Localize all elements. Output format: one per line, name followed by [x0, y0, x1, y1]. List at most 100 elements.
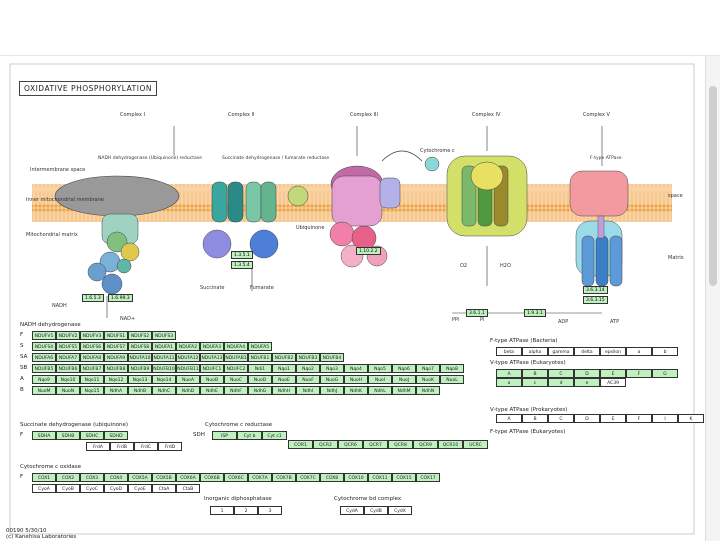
ko-box[interactable]: 2	[234, 506, 258, 515]
ko-box[interactable]: NdhN	[416, 386, 440, 395]
ko-box[interactable]: NuoJ	[392, 375, 416, 384]
ko-box[interactable]: FrdC	[134, 442, 158, 451]
ec-3-6-3-14[interactable]: 3.6.3.14	[583, 286, 608, 294]
ko-box[interactable]: NuoI	[368, 375, 392, 384]
ko-box[interactable]: Nqo9	[32, 375, 56, 384]
ko-box[interactable]: NDUFA6	[32, 353, 56, 362]
ko-box[interactable]: COX2	[56, 473, 80, 482]
ko-box[interactable]: Nqo3	[320, 364, 344, 373]
ko-box[interactable]: NDUFA1	[152, 342, 176, 351]
ko-box[interactable]: NDUFB1	[248, 353, 272, 362]
ko-box[interactable]: Cyt c1	[262, 431, 287, 440]
ko-box[interactable]: gamma	[548, 347, 574, 356]
ko-box[interactable]: Nqo2	[296, 364, 320, 373]
ko-box[interactable]: COX3	[80, 473, 104, 482]
ko-box[interactable]: FrdA	[86, 442, 110, 451]
ko-box[interactable]: B	[522, 369, 548, 378]
ko-box[interactable]: NDUFA9	[104, 353, 128, 362]
ko-box[interactable]: NDUFB9	[128, 364, 152, 373]
ko-box[interactable]: NuoA	[176, 375, 200, 384]
ko-box[interactable]: NdhE	[200, 386, 224, 395]
ko-box[interactable]: NuoG	[320, 375, 344, 384]
ko-box[interactable]: QCR8	[388, 440, 413, 449]
ko-box[interactable]: NDUFB2	[272, 353, 296, 362]
ko-box[interactable]: COX15	[392, 473, 416, 482]
ko-box[interactable]: NDUFS7	[104, 342, 128, 351]
ko-box[interactable]: NDUFA11	[152, 353, 176, 362]
ec-3-6-3-15[interactable]: 3.6.3.15	[583, 296, 608, 304]
ko-box[interactable]: NuoF	[296, 375, 320, 384]
ko-box[interactable]: NDUFB7	[80, 364, 104, 373]
ko-box[interactable]: CydX	[388, 506, 412, 515]
ko-box[interactable]: NDUFC1	[200, 364, 224, 373]
ko-box[interactable]: beta	[496, 347, 522, 356]
ko-box[interactable]: A	[496, 369, 522, 378]
ko-box[interactable]: NdhF	[224, 386, 248, 395]
ko-box[interactable]: NDUFV2	[56, 331, 80, 340]
ko-box[interactable]: NdhH	[272, 386, 296, 395]
ko-box[interactable]: Nqo4	[344, 364, 368, 373]
ko-box[interactable]: NuoK	[416, 375, 440, 384]
ko-box[interactable]: UCRC	[463, 440, 488, 449]
ko-box[interactable]: COX7C	[296, 473, 320, 482]
ko-box[interactable]: Nqo14	[152, 375, 176, 384]
ko-box[interactable]: COX6B	[200, 473, 224, 482]
ko-box[interactable]: epsilon	[600, 347, 626, 356]
ko-box[interactable]: NDUFA3	[200, 342, 224, 351]
ko-box[interactable]: Nqo6	[392, 364, 416, 373]
ko-box[interactable]: NdhJ	[320, 386, 344, 395]
ko-box[interactable]: Nqo5	[368, 364, 392, 373]
ko-box[interactable]: Cyt b	[237, 431, 262, 440]
ko-box[interactable]: NuoH	[344, 375, 368, 384]
ko-box[interactable]: Nqo1	[272, 364, 296, 373]
ec-1-10-2-2[interactable]: 1.10.2.2	[356, 247, 381, 255]
ko-box[interactable]: NDUFC2	[224, 364, 248, 373]
ko-box[interactable]: Nqo7	[416, 364, 440, 373]
ko-box[interactable]: CyoC	[80, 484, 104, 493]
ko-box[interactable]: COX17	[416, 473, 440, 482]
ko-box[interactable]: NuoE	[272, 375, 296, 384]
ko-box[interactable]: alpha	[522, 347, 548, 356]
ko-box[interactable]: NDUFS2	[128, 331, 152, 340]
ko-box[interactable]: NDUFS3	[152, 331, 176, 340]
ko-box[interactable]: NDUFS5	[56, 342, 80, 351]
ko-box[interactable]: NDUFA10	[128, 353, 152, 362]
ko-box[interactable]: NdhD	[176, 386, 200, 395]
ko-box[interactable]: COX7A	[248, 473, 272, 482]
ko-box[interactable]: Nqo15	[80, 386, 104, 395]
ko-box[interactable]: D	[574, 414, 600, 423]
ko-box[interactable]: NDUFB11	[176, 364, 200, 373]
ko-box[interactable]: COX1	[32, 473, 56, 482]
ko-box[interactable]: NDUFV3	[80, 331, 104, 340]
ko-box[interactable]: NdhI	[296, 386, 320, 395]
ko-box[interactable]: SDHB	[56, 431, 80, 440]
ko-box[interactable]: SDHA	[32, 431, 56, 440]
ko-box[interactable]: CydA	[340, 506, 364, 515]
ec-1-9-3-1[interactable]: 1.9.3.1	[524, 309, 546, 317]
ko-box[interactable]: NDUFS1	[104, 331, 128, 340]
ko-box[interactable]: Nqo10	[56, 375, 80, 384]
ko-box[interactable]: NDUFV1	[32, 331, 56, 340]
ko-box[interactable]: COR1	[288, 440, 313, 449]
ec-3-6-1-1[interactable]: 3.6.1.1	[466, 309, 488, 317]
ko-box[interactable]: delta	[574, 347, 600, 356]
ko-box[interactable]: QCR7	[363, 440, 388, 449]
ko-box[interactable]: COX11	[368, 473, 392, 482]
ko-box[interactable]: G	[652, 369, 678, 378]
ko-box[interactable]: NDUFB5	[32, 364, 56, 373]
ko-box[interactable]: COX6C	[224, 473, 248, 482]
ko-box[interactable]: NuoB	[200, 375, 224, 384]
ko-box[interactable]: NDUFS4	[32, 342, 56, 351]
ko-box[interactable]: COX5A	[128, 473, 152, 482]
ko-box[interactable]: AC39	[600, 378, 626, 387]
ko-box[interactable]: NuoN	[56, 386, 80, 395]
ko-box[interactable]: NDUFS6	[80, 342, 104, 351]
ko-box[interactable]: B	[522, 414, 548, 423]
ko-box[interactable]: QCR6	[338, 440, 363, 449]
ko-box[interactable]: SDHC	[80, 431, 104, 440]
ko-box[interactable]: A	[496, 414, 522, 423]
ko-box[interactable]: QCR2	[313, 440, 338, 449]
ko-box[interactable]: NDUFA7	[56, 353, 80, 362]
ec-1-6-5-3[interactable]: 1.6.5.3	[82, 294, 104, 302]
ko-box[interactable]: D	[574, 369, 600, 378]
